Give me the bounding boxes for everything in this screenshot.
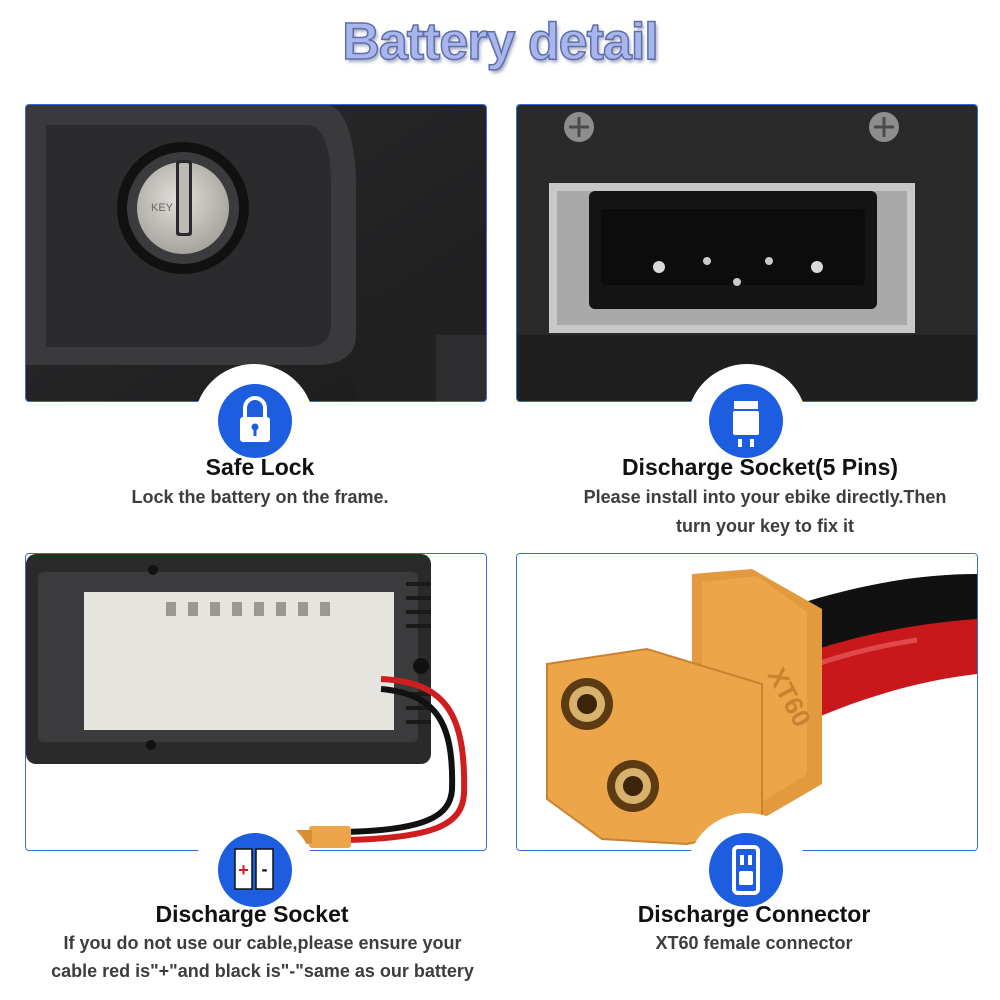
feature-desc: cable red is"+"and black is"-"same as ou… bbox=[51, 961, 474, 981]
xt60-connector-photo: XT60 bbox=[516, 553, 978, 851]
feature-desc: XT60 female connector bbox=[655, 933, 853, 953]
feature-desc: turn your key to fix it bbox=[675, 516, 855, 536]
feature-title: Discharge Socket bbox=[155, 901, 349, 927]
lock-photo: KEY bbox=[25, 104, 487, 402]
polarity-minus: - bbox=[262, 859, 268, 879]
feature-desc: If you do not use our cable,please ensur… bbox=[63, 933, 462, 953]
lock-key-text: KEY bbox=[151, 202, 174, 214]
feature-title: Discharge Socket(5 Pins) bbox=[621, 454, 899, 480]
page-title: Battery detail bbox=[342, 12, 660, 72]
connector-icon bbox=[709, 833, 783, 907]
battery-socket-photo bbox=[25, 553, 487, 851]
plug-icon bbox=[709, 384, 783, 458]
socket-photo bbox=[516, 104, 978, 402]
feature-desc: Please install into your ebike directly.… bbox=[583, 487, 947, 507]
padlock-icon bbox=[218, 384, 292, 458]
polarity-icon: + - bbox=[218, 833, 292, 907]
feature-title: Discharge Connector bbox=[637, 901, 871, 927]
feature-desc: Lock the battery on the frame. bbox=[131, 487, 389, 507]
feature-title: Safe Lock bbox=[205, 454, 315, 480]
polarity-plus: + bbox=[238, 860, 249, 880]
